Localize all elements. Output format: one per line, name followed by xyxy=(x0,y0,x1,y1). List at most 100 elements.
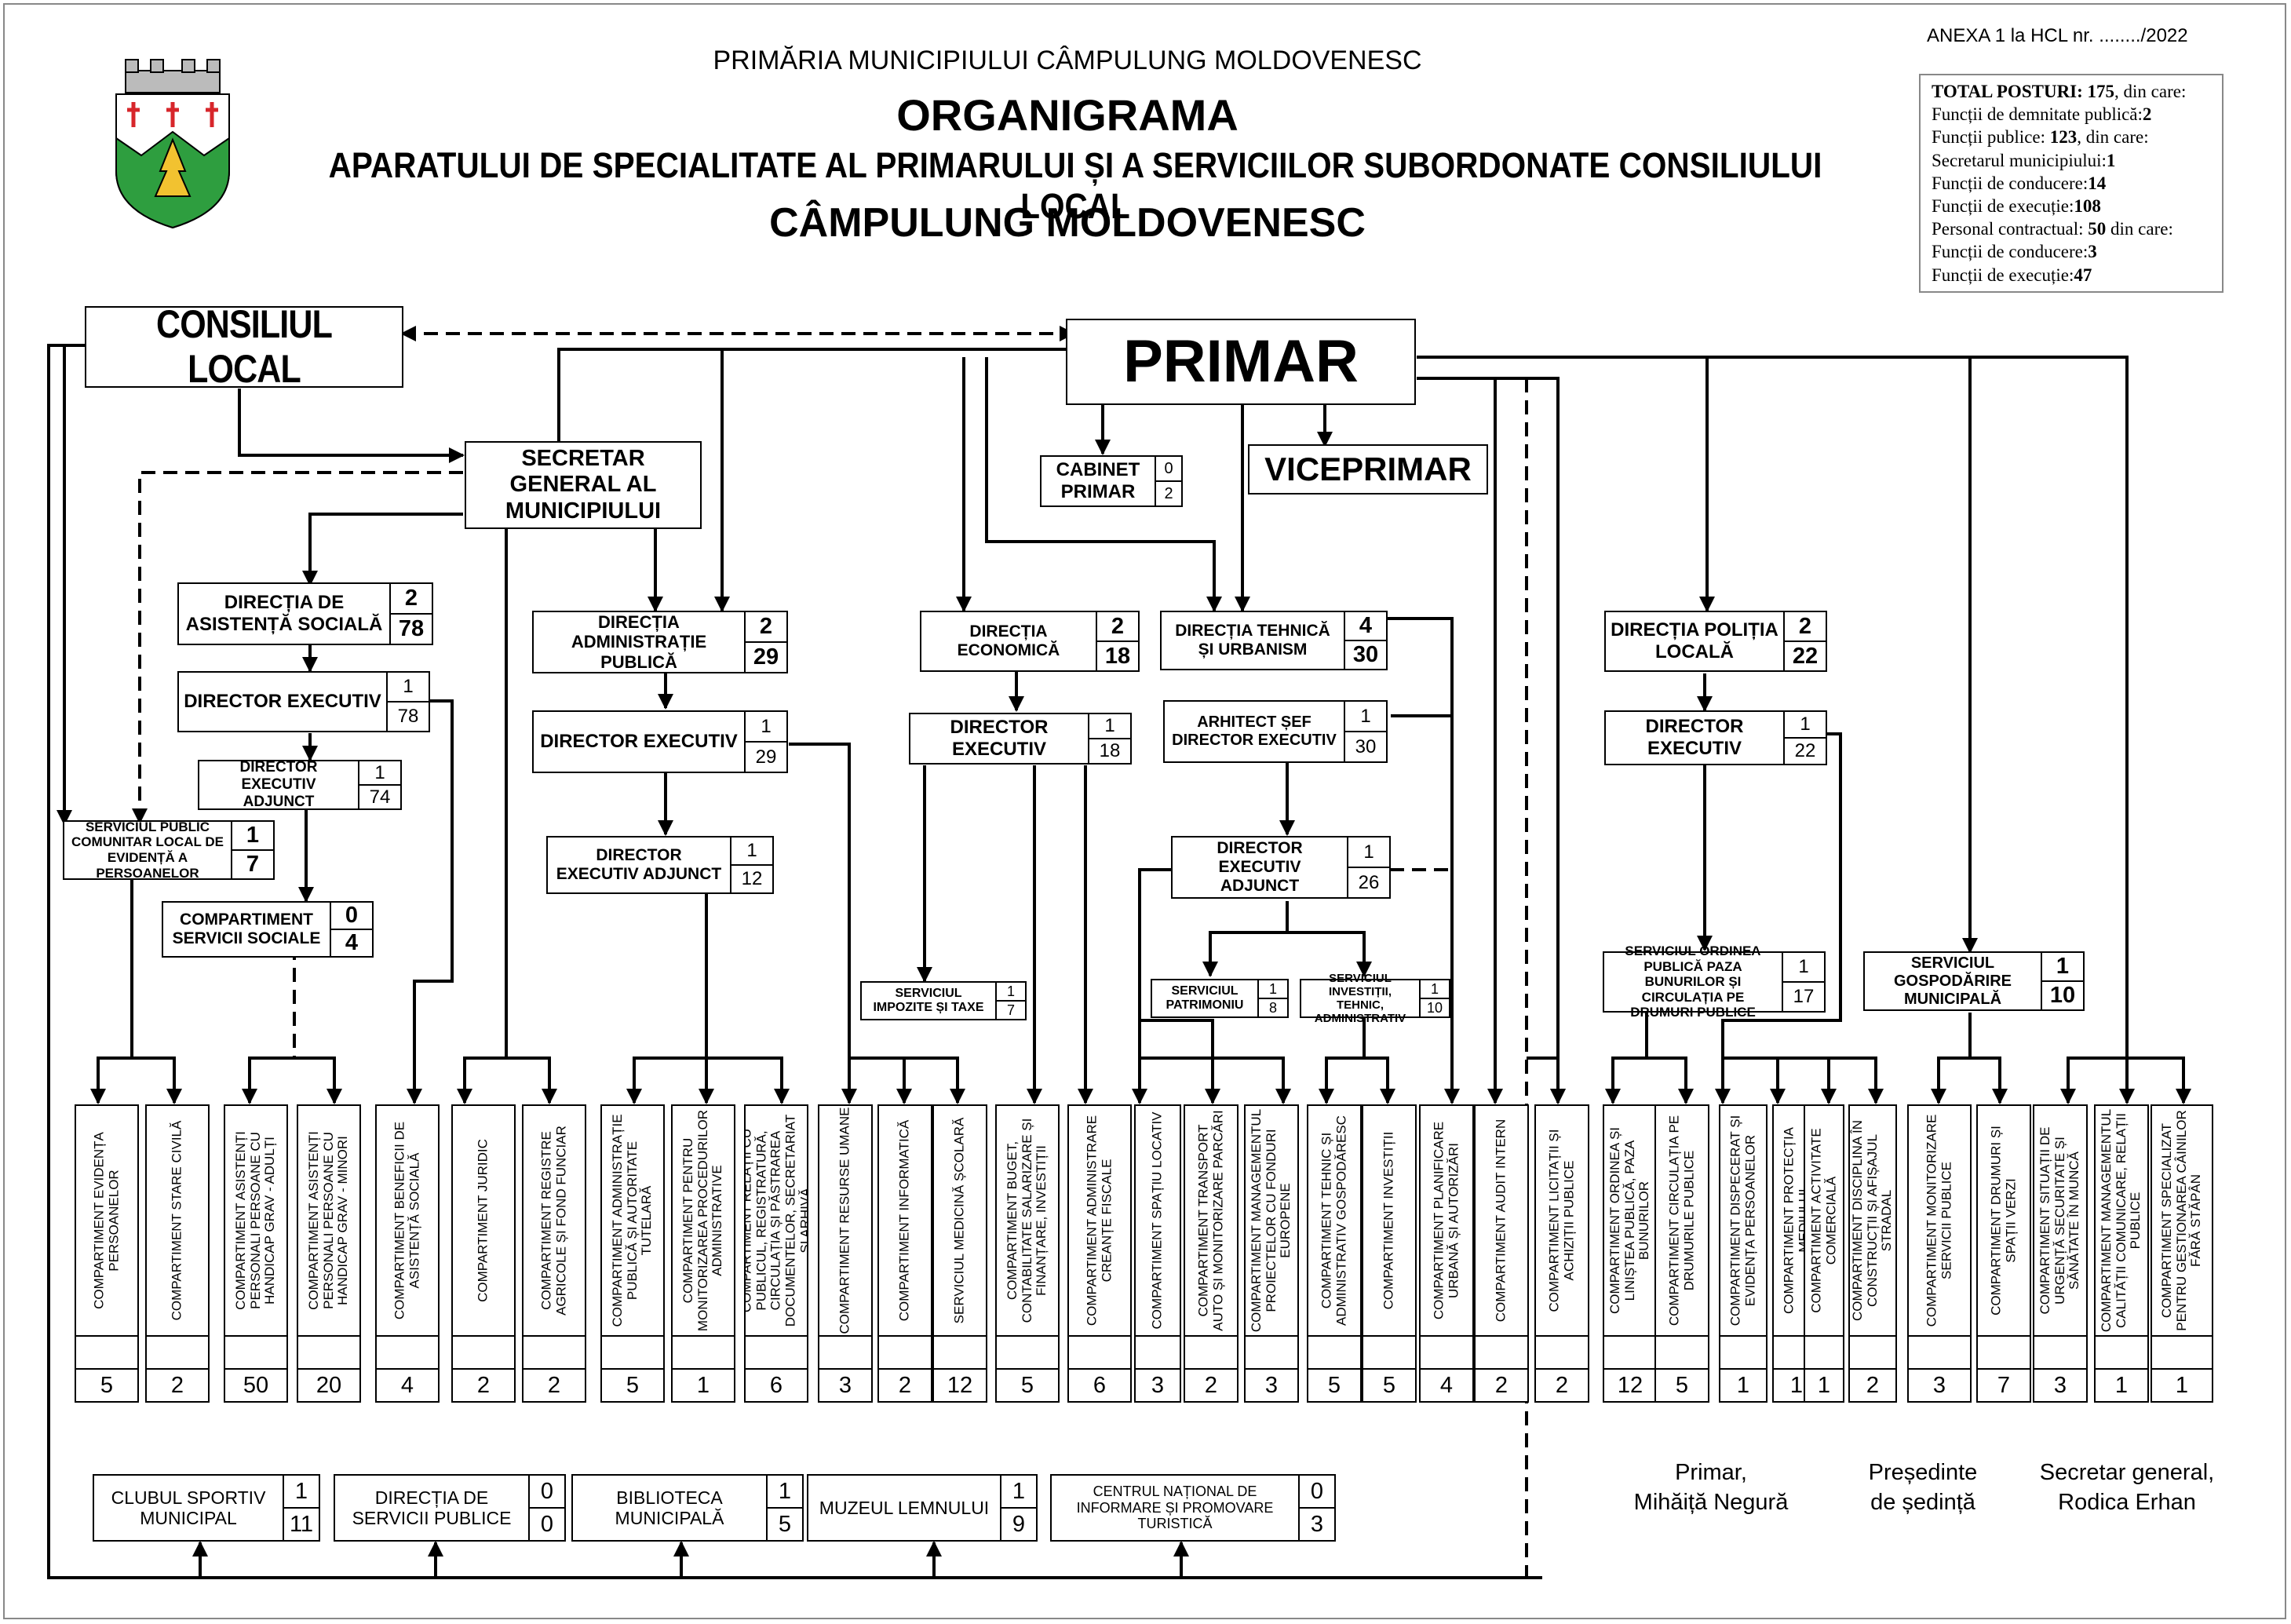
subordinate-count-b: 11 xyxy=(289,1511,314,1537)
node-spclep: SERVICIUL PUBLIC COMUNITAR LOCAL DE EVID… xyxy=(63,819,275,881)
department-blank-cell xyxy=(1909,1337,1970,1370)
department-blank-cell xyxy=(602,1337,663,1370)
department-blank-cell xyxy=(1720,1337,1766,1370)
department-count: 12 xyxy=(947,1372,973,1398)
viceprimar-box: VICEPRIMAR xyxy=(1248,444,1488,494)
department-name: COMPARTIMENT ADMINISTRAȚIE PUBLICĂ ȘI AU… xyxy=(609,1114,655,1327)
department-blank-cell xyxy=(1805,1337,1843,1370)
node-label: SERVICIUL GOSPODĂRIRE MUNICIPALĂ xyxy=(1863,951,2041,1011)
node-label: DIRECTOR EXECUTIV ADJUNCT xyxy=(198,759,358,810)
department-column: COMPARTIMENT BUGET, CONTABILITATE SALARI… xyxy=(995,1104,1060,1403)
node-count-b: 78 xyxy=(398,616,425,641)
department-column: COMPARTIMENT MANAGEMENTUL PROIECTELOR CU… xyxy=(1244,1104,1299,1403)
node-label: DIRECȚIA ADMINISTRAȚIE PUBLICĂ xyxy=(532,611,744,673)
department-blank-cell xyxy=(147,1337,208,1370)
department-count: 3 xyxy=(1932,1372,1946,1398)
node-count-b: 4 xyxy=(345,930,359,955)
totals-line-label: Funcții de execuție: xyxy=(1932,265,2074,285)
totals-line-label: Secretarul municipiului: xyxy=(1932,150,2107,170)
department-name-cell: COMPARTIMENT LICITAȚII ȘI ACHIZIȚII PUBL… xyxy=(1536,1106,1588,1337)
department-name-cell: COMPARTIMENT ACTIVITATE COMERCIALĂ xyxy=(1805,1106,1843,1337)
department-name: COMPARTIMENT AUDIT INTERN xyxy=(1493,1119,1508,1323)
department-name: COMPARTIMENT SITUAȚII DE URGENȚĂ SECURIT… xyxy=(2037,1126,2082,1315)
department-name-cell: COMPARTIMENT TRANSPORT AUTO ȘI MONITORIZ… xyxy=(1185,1106,1237,1337)
department-name: COMPARTIMENT DRUMURI ȘI SPAȚII VERZI xyxy=(1988,1126,2018,1316)
department-blank-cell xyxy=(1850,1337,1895,1370)
department-name: COMPARTIMENT JURIDIC xyxy=(475,1139,491,1302)
department-name: COMPARTIMENT ASISTENȚI PERSONALI PERSOAN… xyxy=(232,1131,278,1310)
signature-role: Primar, xyxy=(1675,1460,1747,1485)
subordinate-label: BIBLIOTECA MUNICIPALĂ xyxy=(571,1474,766,1542)
node-label: COMPARTIMENT SERVICII SOCIALE xyxy=(162,901,330,958)
department-name-cell: COMPARTIMENT PROTECȚIA MEDIULUI xyxy=(1774,1106,1819,1337)
node-label: DIRECTOR EXECUTIV xyxy=(909,713,1088,765)
signature-role: Secretar general, xyxy=(2039,1460,2215,1485)
node-count-a: 1 xyxy=(359,761,400,786)
node-label: DIRECTOR EXECUTIV xyxy=(1604,710,1783,765)
chart-subtitle: APARATULUI DE SPECIALITATE AL PRIMARULUI… xyxy=(328,145,1822,226)
department-blank-cell xyxy=(1363,1337,1415,1370)
department-blank-cell xyxy=(997,1337,1058,1370)
department-name-cell: COMPARTIMENT AUDIT INTERN xyxy=(1476,1106,1527,1337)
department-count: 5 xyxy=(1020,1372,1034,1398)
node-count-b: 18 xyxy=(1104,643,1131,669)
department-name: COMPARTIMENT DISPECERAT ȘI EVIDENȚA PERS… xyxy=(1727,1115,1757,1327)
department-blank-cell xyxy=(1774,1337,1819,1370)
department-name-cell: COMPARTIMENT DRUMURI ȘI SPAȚII VERZI xyxy=(1978,1106,2030,1337)
department-blank-cell xyxy=(2152,1337,2212,1370)
department-name-cell: COMPARTIMENT PENTRU MONITORIZAREA PROCED… xyxy=(673,1106,734,1337)
node-count-b: 7 xyxy=(246,852,260,877)
department-name: COMPARTIMENT MANAGEMENTUL PROIECTELOR CU… xyxy=(1248,1108,1293,1333)
department-name-cell: SERVICIUL MEDICINĂ ȘCOLARĂ xyxy=(934,1106,986,1337)
department-column: COMPARTIMENT DISCIPLINA ÎN CONSTRUCȚII Ș… xyxy=(1848,1104,1897,1403)
subordinate-count-a: 1 xyxy=(1001,1476,1036,1509)
department-name: COMPARTIMENT ADMINISTRARE CREANȚE FISCAL… xyxy=(1084,1115,1114,1327)
department-count: 2 xyxy=(1494,1372,1508,1398)
viceprimar-label: VICEPRIMAR xyxy=(1264,450,1472,487)
node-count-a: 2 xyxy=(1097,612,1138,642)
node-count-a: 1 xyxy=(746,712,786,743)
department-name: COMPARTIMENT MONITORIZARE SERVICII PUBLI… xyxy=(1924,1114,1954,1327)
secretar-box: SECRETAR GENERAL AL MUNICIPIULUI xyxy=(465,441,702,529)
node-count-b: 18 xyxy=(1099,740,1121,761)
department-name: COMPARTIMENT RESURSE UMANE xyxy=(837,1107,852,1334)
department-blank-cell xyxy=(524,1337,585,1370)
node-count-a: 4 xyxy=(1345,612,1386,641)
department-blank-cell xyxy=(2034,1337,2086,1370)
department-name-cell: COMPARTIMENT RESURSE UMANE xyxy=(819,1106,871,1337)
node-label: DIRECTOR EXECUTIV xyxy=(177,671,386,732)
department-blank-cell xyxy=(377,1337,438,1370)
signature-role: Președinte xyxy=(1868,1460,1978,1485)
department-count: 3 xyxy=(1264,1372,1279,1398)
primar-box: PRIMAR xyxy=(1066,319,1416,405)
node-count-b: 12 xyxy=(741,868,763,889)
node-label: DIRECȚIA TEHNICĂ ȘI URBANISM xyxy=(1160,611,1344,670)
node-label: DIRECȚIA ECONOMICĂ xyxy=(920,611,1096,672)
department-name-cell: COMPARTIMENT PLANIFICARE URBANĂ ȘI AUTOR… xyxy=(1421,1106,1472,1337)
department-blank-cell xyxy=(225,1337,286,1370)
department-name-cell: COMPARTIMENT EVIDENȚA PERSOANELOR xyxy=(76,1106,137,1337)
